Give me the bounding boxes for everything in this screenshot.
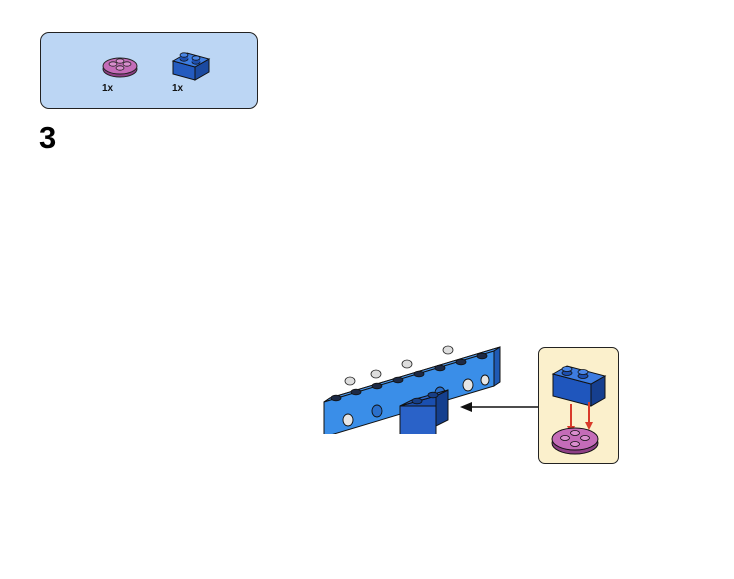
attached-brick [399,389,449,440]
sub-assembly-callout [538,347,619,464]
technic-beam-assembly [322,334,507,440]
brick-1x2-count: 1x [172,83,184,94]
step-number: 3 [39,120,57,155]
axle-pins [344,345,454,386]
placement-arrow [460,399,540,420]
round-plate-icon [101,49,139,79]
callout-brick [551,365,607,407]
parts-list-box: 1x 1x [40,32,258,109]
round-plate-count: 1x [102,83,114,94]
brick-1x2-icon [171,47,211,81]
callout-round-plate [551,427,599,455]
